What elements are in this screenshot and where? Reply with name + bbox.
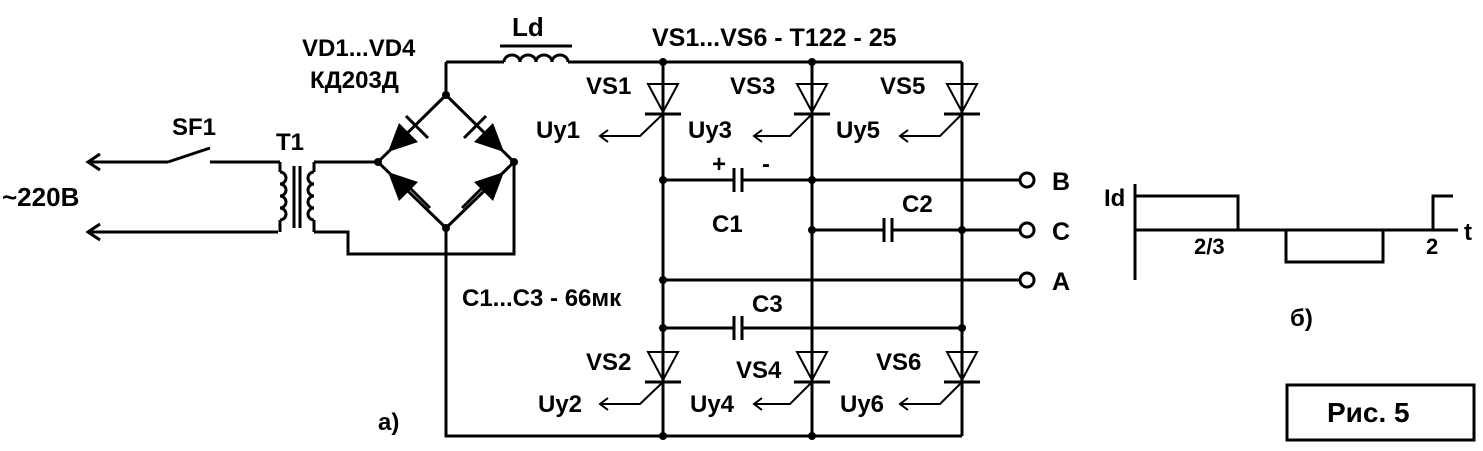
bridge-diode-4 — [460, 172, 504, 210]
output-c-label: C — [1052, 218, 1070, 246]
thyristor-vs3: VS3 Uy3 — [688, 73, 830, 144]
vs2-label: VS2 — [586, 349, 631, 376]
capacitor-c2: C2 — [812, 191, 1020, 242]
waveform-panel: Id t 2/3 2 б) — [1104, 184, 1472, 332]
uy3-label: Uy3 — [688, 117, 732, 144]
mains-input: ~220В — [2, 152, 278, 242]
choke-ld: Ld VS1...VS6 - T122 - 25 — [444, 12, 962, 95]
c1-plus-label: + — [712, 151, 726, 178]
capacitor-spec-label: C1...C3 - 66мк — [462, 285, 622, 312]
uy1-label: Uy1 — [536, 117, 580, 144]
waveform-tick-2: 2 — [1426, 234, 1438, 259]
output-b-label: B — [1052, 168, 1070, 196]
uy6-label: Uy6 — [840, 391, 884, 418]
figure-caption-box: Рис. 5 — [1285, 383, 1476, 442]
bridge-diode-1 — [388, 114, 430, 152]
switch-sf1: SF1 — [167, 114, 280, 164]
capacitor-c1: + - C1 — [663, 151, 1020, 238]
vs4-label: VS4 — [736, 357, 782, 384]
thyristor-vs1: VS1 Uy1 — [536, 73, 681, 144]
thyristor-vs5: VS5 Uy5 — [836, 73, 980, 144]
waveform-y-label: Id — [1104, 185, 1125, 212]
junctions — [659, 58, 966, 440]
uy5-label: Uy5 — [836, 117, 880, 144]
c1-minus-label: - — [762, 151, 770, 178]
panel-b-label: б) — [1290, 305, 1313, 332]
bridge-label-line1: VD1...VD4 — [302, 35, 416, 62]
waveform-tick-2-3: 2/3 — [1194, 234, 1225, 259]
vs6-label: VS6 — [876, 349, 921, 376]
thyristor-type-label: VS1...VS6 - T122 - 25 — [652, 24, 897, 52]
capacitor-c3: C3 — [663, 291, 962, 340]
output-a-label: A — [1052, 268, 1070, 296]
vs3-label: VS3 — [730, 73, 775, 100]
bridge-diode-3 — [388, 172, 432, 210]
c2-label: C2 — [902, 191, 933, 218]
bridge-label-line2: КД203Д — [310, 67, 399, 94]
thyristor-vs4: VS4 Uy4 — [690, 351, 830, 418]
figure-caption: Рис. 5 — [1327, 397, 1410, 428]
vs1-label: VS1 — [586, 73, 631, 100]
panel-a-label: а) — [378, 409, 399, 436]
switch-label: SF1 — [172, 114, 216, 141]
waveform-x-label: t — [1464, 219, 1472, 246]
transformer-label: T1 — [276, 129, 304, 156]
thyristor-vs6: VS6 Uy6 — [840, 349, 980, 418]
diode-bridge: VD1...VD4 КД203Д — [302, 35, 518, 232]
thyristor-vs2: VS2 Uy2 — [538, 349, 681, 418]
c3-label: C3 — [752, 291, 783, 318]
c1-label: C1 — [712, 211, 743, 238]
uy2-label: Uy2 — [538, 391, 582, 418]
uy4-label: Uy4 — [690, 391, 735, 418]
transformer-t1: T1 — [276, 129, 516, 256]
vs5-label: VS5 — [880, 73, 925, 100]
choke-label: Ld — [512, 12, 544, 42]
bridge-diode-2 — [462, 114, 504, 152]
output-terminals: B C A — [1018, 168, 1070, 296]
return-bus — [444, 228, 962, 438]
source-label: ~220В — [2, 182, 79, 212]
